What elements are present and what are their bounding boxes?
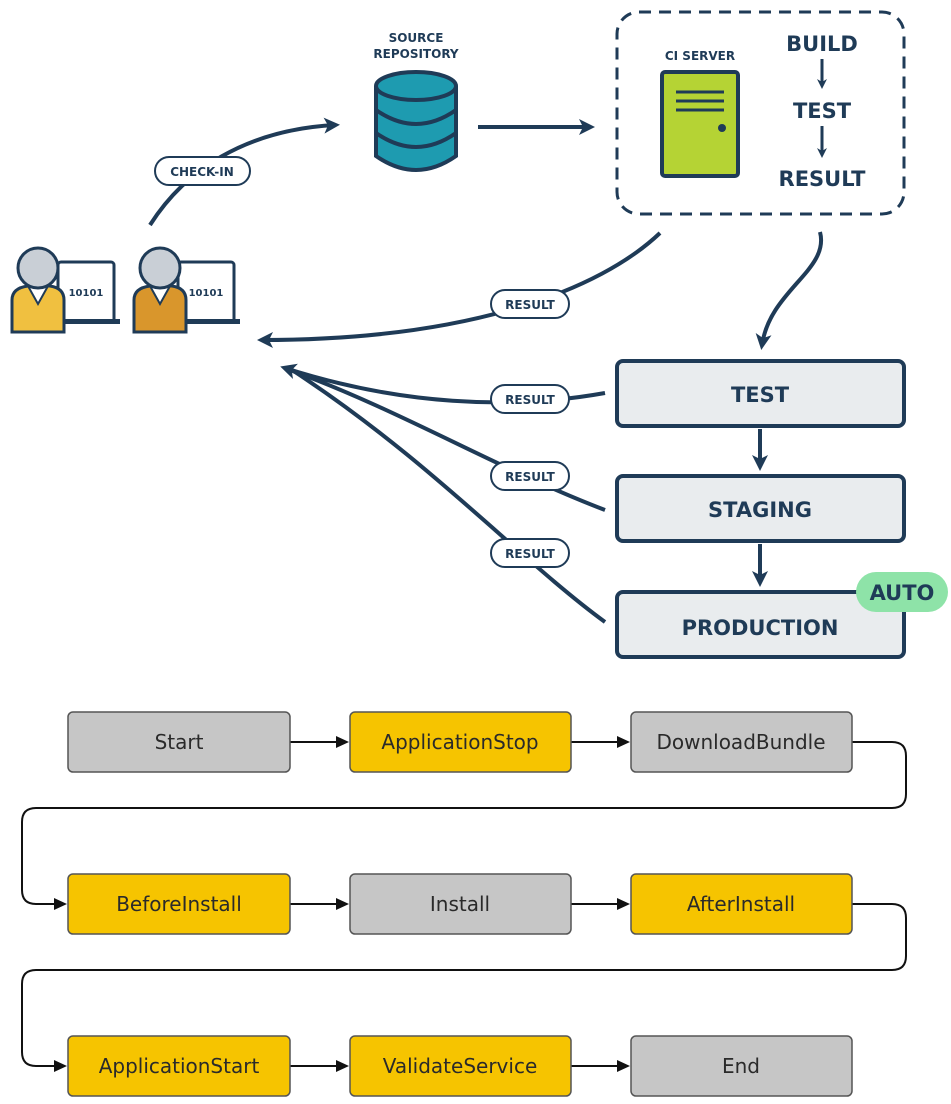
step-start: Start (67, 711, 291, 773)
production-result-arrow (290, 368, 607, 624)
ci-server-label: CI SERVER (665, 49, 735, 63)
step-before-install: BeforeInstall (67, 873, 291, 935)
svg-text:AUTO: AUTO (870, 581, 935, 605)
step-after-install: AfterInstall (630, 873, 853, 935)
svg-text:RESULT: RESULT (505, 298, 555, 312)
svg-text:RESULT: RESULT (505, 547, 555, 561)
wrap-connector-2 (21, 903, 907, 1072)
stage-production-label: PRODUCTION (682, 616, 839, 640)
auto-badge: AUTO (856, 572, 948, 612)
stage-staging: STAGING (615, 474, 906, 543)
staging-result-badge: RESULT (490, 461, 570, 491)
laptop-screen-text-2: 10101 (189, 288, 224, 299)
source-repository-label-2: REPOSITORY (373, 47, 459, 61)
stage-staging-label: STAGING (708, 498, 812, 522)
production-result-badge: RESULT (490, 538, 570, 568)
svg-text:ApplicationStop: ApplicationStop (381, 730, 538, 754)
svg-text:BeforeInstall: BeforeInstall (116, 892, 242, 916)
developer-left-icon: 10101 (10, 246, 120, 334)
ci-result-badge: RESULT (490, 289, 570, 319)
svg-text:RESULT: RESULT (505, 393, 555, 407)
svg-text:RESULT: RESULT (505, 470, 555, 484)
svg-text:ValidateService: ValidateService (383, 1054, 538, 1078)
check-in-badge: CHECK-IN (154, 156, 251, 186)
laptop-screen-text: 10101 (69, 288, 104, 299)
pipeline-build-label: BUILD (786, 32, 858, 56)
server-icon (660, 70, 740, 178)
svg-text:CHECK-IN: CHECK-IN (170, 165, 234, 179)
pipeline-test-label: TEST (793, 99, 852, 123)
source-repository-label-1: SOURCE (389, 31, 444, 45)
svg-text:End: End (722, 1054, 760, 1078)
svg-text:Start: Start (155, 730, 204, 754)
ci-server-boundary (615, 10, 906, 216)
step-install: Install (349, 873, 572, 935)
step-download-bundle: DownloadBundle (630, 711, 853, 773)
test-result-badge: RESULT (490, 384, 570, 414)
ci-to-test-arrow (755, 231, 824, 350)
staging-result-arrow (289, 368, 606, 512)
step-application-start: ApplicationStart (67, 1035, 291, 1097)
stage-test-label: TEST (731, 383, 790, 407)
wrap-connector-1 (21, 741, 907, 910)
svg-text:Install: Install (430, 892, 490, 916)
stage-production: PRODUCTION (615, 590, 906, 659)
ci-result-arrow (257, 231, 662, 348)
developer-right-icon: 10101 (132, 246, 240, 334)
step-application-stop: ApplicationStop (349, 711, 572, 773)
stage-test: TEST (615, 359, 906, 428)
svg-text:DownloadBundle: DownloadBundle (656, 730, 825, 754)
svg-text:ApplicationStart: ApplicationStart (99, 1054, 260, 1078)
step-validate-service: ValidateService (349, 1035, 572, 1097)
pipeline-result-label: RESULT (779, 167, 867, 191)
database-icon (374, 70, 458, 172)
step-end: End (630, 1035, 853, 1097)
svg-text:AfterInstall: AfterInstall (687, 892, 795, 916)
